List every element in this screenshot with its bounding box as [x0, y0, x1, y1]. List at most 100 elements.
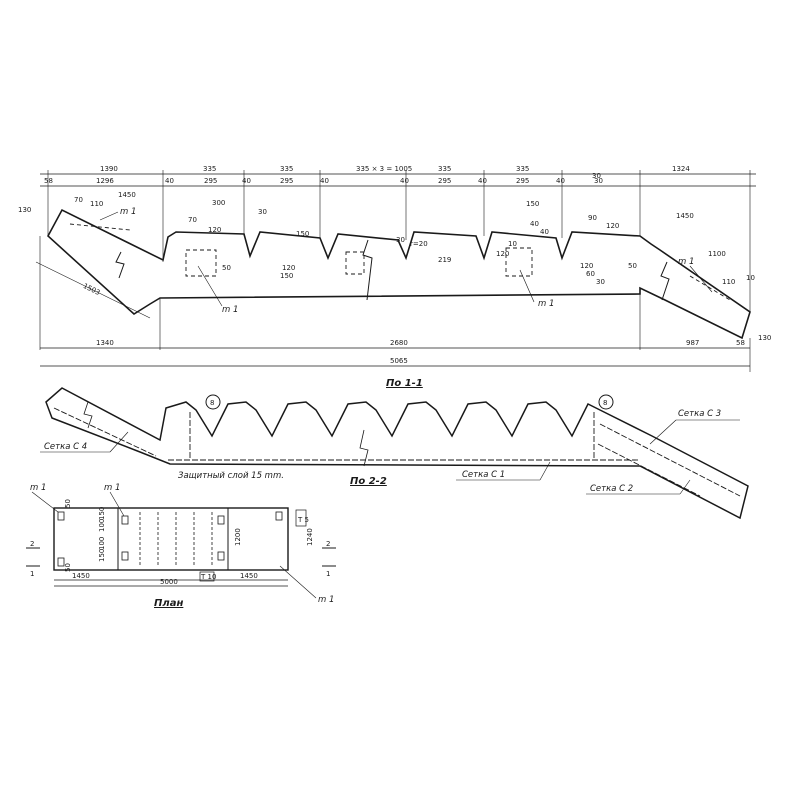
dim-detail: 130: [18, 206, 31, 214]
break-line: [115, 251, 125, 279]
callout-circle: [598, 394, 614, 410]
plan-treads: [139, 512, 213, 566]
slope-dim-line: [35, 261, 151, 319]
dim-detail: 40: [540, 228, 549, 236]
section-mark-2: 2: [30, 540, 34, 548]
dim-295: 295: [280, 177, 293, 185]
break-line: [660, 261, 670, 301]
dim-detail: 10: [746, 274, 755, 282]
dim-detail: 120: [606, 222, 619, 230]
dim-detail: 30: [258, 208, 267, 216]
dim-1340: 1340: [96, 339, 114, 347]
extension-lines: [39, 170, 751, 372]
dim-40: 40: [478, 177, 487, 185]
section-2-2-title: По 2-2: [350, 476, 387, 487]
callout-8: 8: [603, 399, 607, 407]
section-2-outline: [45, 387, 749, 520]
plan-outline: [53, 507, 289, 571]
plan-dim-50: 50: [64, 563, 72, 572]
break-line: [359, 429, 369, 467]
plan-dim-1200: 1200: [234, 528, 242, 546]
label-mesh-c4: Сетка С 4: [44, 442, 87, 452]
dim-detail: 130: [758, 334, 771, 342]
dim-detail: 40: [530, 220, 539, 228]
dim-detail: 120: [208, 226, 221, 234]
dim-40: 40: [320, 177, 329, 185]
plan-dim-1450: 1450: [240, 572, 258, 580]
plan-dim-100: 100: [98, 537, 106, 550]
break-line: [362, 239, 373, 301]
dim-295: 295: [516, 177, 529, 185]
break-line: [83, 401, 93, 429]
callout-circle: [205, 394, 221, 410]
dim-detail: 110: [90, 200, 103, 208]
dim-detail: 10: [508, 240, 517, 248]
dim-1450: 1450: [118, 191, 136, 199]
leader: [279, 565, 317, 599]
leader: [679, 479, 691, 495]
dim-40: 40: [556, 177, 565, 185]
plan-dim-100: 100: [98, 519, 106, 532]
dim-detail: 150: [280, 272, 293, 280]
box-t5: [295, 509, 307, 527]
dim-detail: 1450: [676, 212, 694, 220]
plan-mark-m1: m 1: [30, 483, 46, 493]
dim-detail: 1100: [708, 250, 726, 258]
section-arrows: [26, 547, 336, 567]
dim-detail: 70: [74, 196, 83, 204]
dim-detail: 120: [282, 264, 295, 272]
dim-detail: 120: [496, 250, 509, 258]
dim-detail: 300: [212, 199, 225, 207]
dim-40: 40: [165, 177, 174, 185]
dim-987: 987: [686, 339, 699, 347]
dim-detail: 219: [438, 256, 451, 264]
section-1-1: 1390 335 335 335 × 3 = 1005 335 335 1324…: [18, 165, 771, 389]
plan-dim-150: 150: [98, 549, 106, 562]
section-1-1-title: По 1-1: [386, 378, 423, 389]
label-t10: Т 10: [200, 573, 216, 581]
dim-40: 40: [400, 177, 409, 185]
dim-detail: 60: [586, 270, 595, 278]
section-mark-2: 2: [326, 540, 330, 548]
dim-detail: 150: [296, 230, 309, 238]
dim-58: 58: [736, 339, 745, 347]
dim-5065: 5065: [390, 357, 408, 365]
plan-plates: [57, 511, 283, 567]
leader: [689, 265, 713, 293]
dim-1390: 1390: [100, 165, 118, 173]
dim-detail: 110: [722, 278, 735, 286]
dim-1296: 1296: [96, 177, 114, 185]
dim-detail: 30: [596, 278, 605, 286]
dim-335: 335: [516, 165, 529, 173]
leader: [99, 211, 119, 221]
dim-1503: 1503: [82, 282, 102, 297]
box-t10: [199, 571, 215, 582]
dim-30: 30: [594, 177, 603, 185]
mesh-lines: [53, 407, 741, 497]
section-mark-1: 1: [30, 570, 34, 578]
label-mesh-c2: Сетка С 2: [590, 484, 633, 494]
plan-view: Т 5 Т 10 m 1 m 1 m 1 1450 5000 1450 1240…: [26, 483, 336, 609]
plan-dim-50: 50: [64, 499, 72, 508]
dim-1324: 1324: [672, 165, 690, 173]
embedded-plates: [69, 223, 731, 301]
section-2-2: 8 8 Сетка С 4 Сетка С 3 Сетка С 1 Сетка …: [40, 387, 749, 520]
dim-335: 335: [280, 165, 293, 173]
leader: [539, 461, 551, 481]
dim-detail: 90: [588, 214, 597, 222]
plan-mark-m1: m 1: [104, 483, 120, 493]
dim-detail: 30: [592, 172, 601, 180]
dim-detail: 150: [526, 200, 539, 208]
mark-m1: m 1: [538, 299, 554, 309]
stringer-outline: [46, 208, 751, 340]
dim-detail: r=20: [410, 240, 428, 248]
dim-detail: 120: [580, 262, 593, 270]
plan-mark-m1: m 1: [318, 595, 334, 605]
dim-2680: 2680: [390, 339, 408, 347]
leader: [109, 431, 129, 453]
plan-dim-5000: 5000: [160, 578, 178, 586]
leader: [109, 491, 125, 517]
leader: [649, 419, 677, 445]
plan-title: План: [154, 598, 183, 609]
